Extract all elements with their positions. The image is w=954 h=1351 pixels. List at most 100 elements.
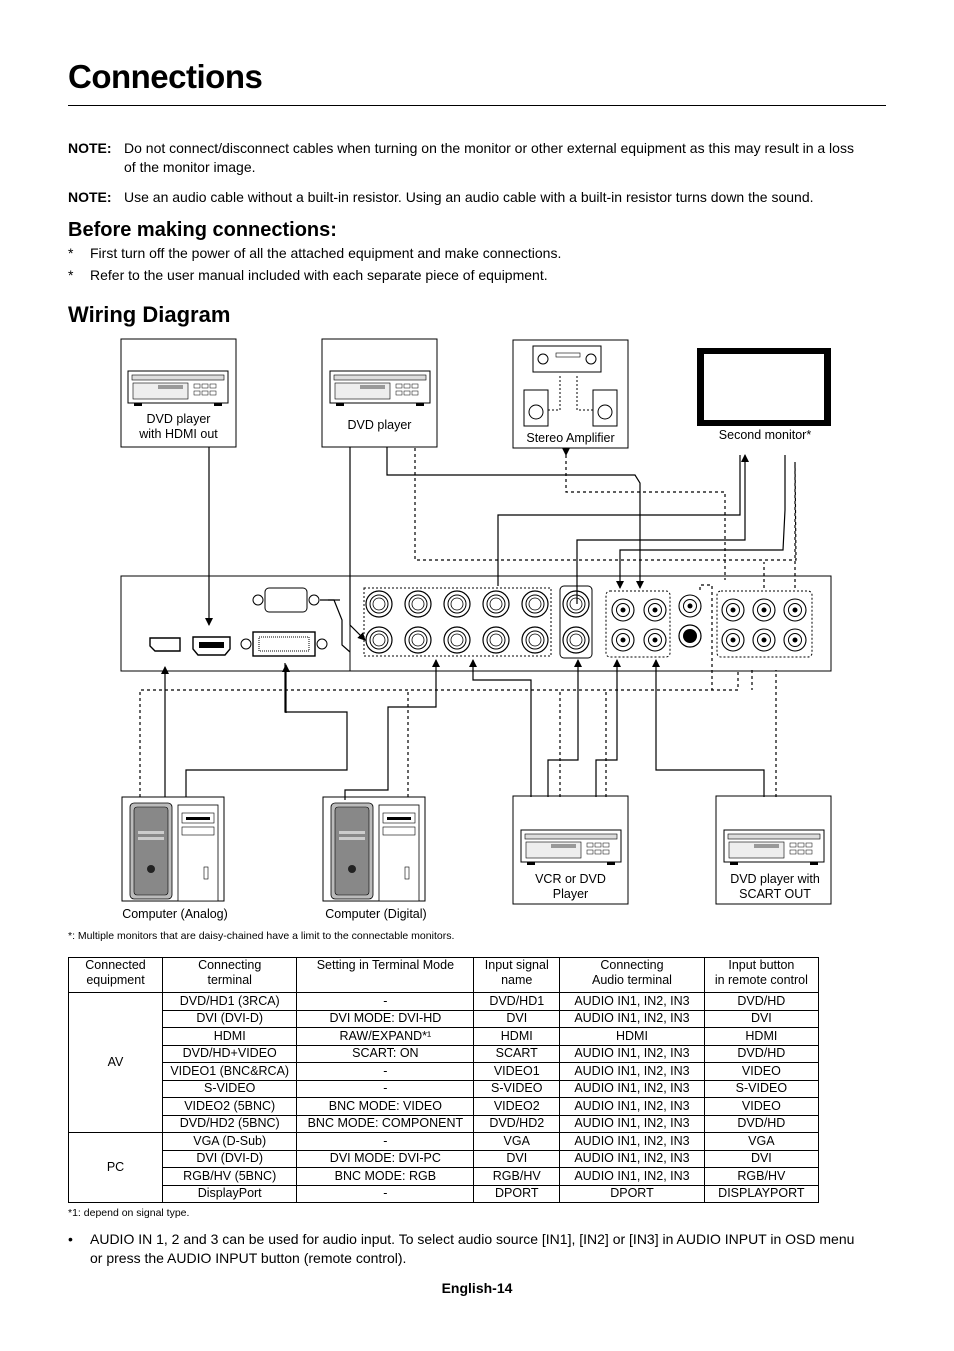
col-header: Input button in remote control bbox=[703, 957, 820, 993]
table-row: DVD/HD2 (5BNC) BNC MODE: COMPONENT DVD/H… bbox=[69, 1114, 820, 1133]
amplifier-device bbox=[512, 339, 629, 449]
vcr-device bbox=[512, 795, 629, 905]
table-cell: SCART: ON bbox=[296, 1044, 475, 1063]
table-cell: VIDEO2 bbox=[473, 1097, 561, 1116]
group-cell: AV bbox=[68, 992, 163, 1133]
table-cell: AUDIO IN1, IN2, IN3 bbox=[559, 1079, 705, 1098]
table-cell: DVI bbox=[703, 1009, 820, 1028]
table-cell: S-VIDEO bbox=[703, 1079, 820, 1098]
table-cell: AUDIO IN1, IN2, IN3 bbox=[559, 1149, 705, 1168]
table-cell: - bbox=[296, 992, 475, 1011]
table-cell: DVD/HD2 (5BNC) bbox=[161, 1114, 298, 1133]
table-row: DVD/HD+VIDEO SCART: ON SCART AUDIO IN1, … bbox=[69, 1044, 820, 1063]
computer-analog-label: Computer (Analog) bbox=[122, 907, 228, 921]
table-cell: VGA bbox=[703, 1132, 820, 1151]
col-header: Connected equipment bbox=[68, 957, 163, 993]
title-rule bbox=[68, 105, 886, 106]
dvd-hdmi-label: DVD player with HDMI out bbox=[139, 412, 218, 441]
note-label: NOTE: bbox=[68, 189, 112, 205]
note-text: Do not connect/disconnect cables when tu… bbox=[124, 140, 854, 175]
table-row: DVI (DVI-D) DVI MODE: DVI-HD DVI AUDIO I… bbox=[69, 1009, 820, 1028]
bullet-text: First turn off the power of all the atta… bbox=[90, 245, 562, 261]
bullet-marker: * bbox=[68, 245, 74, 261]
table-cell: HDMI bbox=[559, 1027, 705, 1046]
table-row: DisplayPort - DPORT DPORT DISPLAYPORT bbox=[69, 1184, 820, 1203]
second-monitor-device bbox=[697, 348, 831, 426]
vcr-label: VCR or DVD Player bbox=[535, 872, 606, 901]
table-cell: AUDIO IN1, IN2, IN3 bbox=[559, 1062, 705, 1081]
table-cell: AUDIO IN1, IN2, IN3 bbox=[559, 1114, 705, 1133]
dvd-label: DVD player bbox=[347, 418, 412, 432]
table-cell: DVI MODE: DVI-PC bbox=[296, 1149, 475, 1168]
table-cell: AUDIO IN1, IN2, IN3 bbox=[559, 1044, 705, 1063]
cables bbox=[161, 447, 786, 800]
table-cell: DVI (DVI-D) bbox=[161, 1149, 298, 1168]
connections-table: Connected equipment Connecting terminal … bbox=[68, 957, 820, 1203]
table-cell: VGA bbox=[473, 1132, 561, 1151]
table-row: AV DVD/HD1 (3RCA) - DVD/HD1 AUDIO IN1, I… bbox=[68, 992, 820, 1133]
col-header: Connecting Audio terminal bbox=[559, 957, 705, 993]
table-row: VIDEO2 (5BNC) BNC MODE: VIDEO VIDEO2 AUD… bbox=[69, 1097, 820, 1116]
table-cell: HDMI bbox=[473, 1027, 561, 1046]
diagram-footnote: *: Multiple monitors that are daisy-chai… bbox=[68, 930, 455, 942]
second-monitor-label: Second monitor* bbox=[718, 428, 812, 442]
table-cell: DVI bbox=[473, 1009, 561, 1028]
before-heading: Before making connections: bbox=[68, 219, 337, 241]
table-cell: AUDIO IN1, IN2, IN3 bbox=[559, 1167, 705, 1186]
monitor-terminal-panel bbox=[120, 575, 832, 672]
table-cell: S-VIDEO bbox=[473, 1079, 561, 1098]
table-cell: DVD/HD bbox=[703, 1044, 820, 1063]
table-cell: BNC MODE: VIDEO bbox=[296, 1097, 475, 1116]
table-cell: VIDEO bbox=[703, 1097, 820, 1116]
computer-digital-label: Computer (Digital) bbox=[325, 907, 427, 921]
table-cell: VIDEO2 (5BNC) bbox=[161, 1097, 298, 1116]
col-header: Input signal name bbox=[473, 957, 561, 993]
table-cell: RGB/HV bbox=[703, 1167, 820, 1186]
table-cell: BNC MODE: RGB bbox=[296, 1167, 475, 1186]
table-header-row: Connected equipment Connecting terminal … bbox=[68, 957, 820, 993]
table-cell: VGA (D-Sub) bbox=[161, 1132, 298, 1151]
amp-label: Stereo Amplifier bbox=[526, 431, 615, 445]
table-row: S-VIDEO - S-VIDEO AUDIO IN1, IN2, IN3 S-… bbox=[69, 1079, 820, 1098]
dvd-device bbox=[321, 338, 438, 448]
table-row: DVI (DVI-D) DVI MODE: DVI-PC DVI AUDIO I… bbox=[69, 1149, 820, 1168]
col-header: Setting in Terminal Mode bbox=[296, 957, 475, 993]
page-number: English-14 bbox=[441, 1280, 513, 1296]
table-cell: - bbox=[296, 1132, 475, 1151]
table-row: VIDEO1 (BNC&RCA) - VIDEO1 AUDIO IN1, IN2… bbox=[69, 1062, 820, 1081]
table-cell: DVI bbox=[473, 1149, 561, 1168]
table-row: HDMI RAW/EXPAND*¹ HDMI HDMI HDMI bbox=[69, 1027, 820, 1046]
bullet-text: Refer to the user manual included with e… bbox=[90, 267, 548, 283]
page-title: Connections bbox=[68, 58, 263, 95]
group-cell: PC bbox=[68, 1132, 163, 1203]
wiring-heading: Wiring Diagram bbox=[68, 302, 231, 327]
table-cell: VIDEO bbox=[703, 1062, 820, 1081]
dvd-scart-label: DVD player with SCART OUT bbox=[730, 872, 820, 901]
table-row: RGB/HV (5BNC) BNC MODE: RGB RGB/HV AUDIO… bbox=[69, 1167, 820, 1186]
bullet-marker: • bbox=[68, 1231, 73, 1247]
table-cell: - bbox=[296, 1062, 475, 1081]
table-row: PC VGA (D-Sub) - VGA AUDIO IN1, IN2, IN3… bbox=[68, 1132, 820, 1203]
table-cell: AUDIO IN1, IN2, IN3 bbox=[559, 1009, 705, 1028]
dvd-scart-device bbox=[715, 795, 832, 905]
table-cell: SCART bbox=[473, 1044, 561, 1063]
bullet-marker: * bbox=[68, 267, 74, 283]
table-cell: DisplayPort bbox=[161, 1184, 298, 1203]
table-cell: DVD/HD+VIDEO bbox=[161, 1044, 298, 1063]
audio-cables bbox=[139, 447, 797, 797]
table-cell: DVD/HD2 bbox=[473, 1114, 561, 1133]
table-cell: VIDEO1 bbox=[473, 1062, 561, 1081]
note-label: NOTE: bbox=[68, 140, 112, 156]
table-footnote: *1: depend on signal type. bbox=[68, 1207, 190, 1219]
col-header: Connecting terminal bbox=[161, 957, 298, 993]
table-cell: RGB/HV (5BNC) bbox=[161, 1167, 298, 1186]
table-cell: VIDEO1 (BNC&RCA) bbox=[161, 1062, 298, 1081]
table-cell: DVI bbox=[703, 1149, 820, 1168]
table-cell: HDMI bbox=[703, 1027, 820, 1046]
table-cell: DVD/HD1 bbox=[473, 992, 561, 1011]
table-cell: DPORT bbox=[473, 1184, 561, 1203]
table-cell: DISPLAYPORT bbox=[703, 1184, 820, 1203]
table-cell: AUDIO IN1, IN2, IN3 bbox=[559, 1132, 705, 1151]
audio-note-text: AUDIO IN 1, 2 and 3 can be used for audi… bbox=[90, 1231, 855, 1266]
table-cell: AUDIO IN1, IN2, IN3 bbox=[559, 1097, 705, 1116]
